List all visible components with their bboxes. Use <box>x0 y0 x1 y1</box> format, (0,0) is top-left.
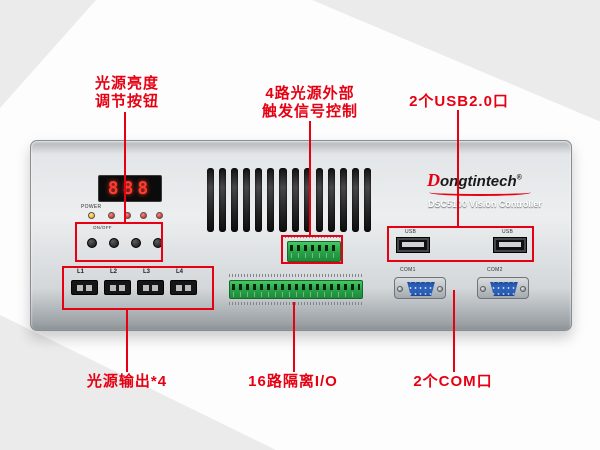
db9-connector <box>407 282 435 296</box>
brand-logo: Dongtintech® <box>427 170 577 191</box>
annotation-text-line: 2个COM口 <box>413 373 493 390</box>
logo-letter-d: D <box>427 170 440 190</box>
registered-mark: ® <box>516 174 522 182</box>
ventilation-grille <box>207 168 372 232</box>
io-terminal-pin-labels-bottom <box>229 302 363 305</box>
annotation-light-output-box <box>62 266 214 310</box>
light-output-label-4: L4 <box>176 269 184 275</box>
com2-label: COM2 <box>487 267 503 273</box>
logo-text: ongtintech <box>440 173 517 190</box>
brightness-led-display: 888 <box>98 175 162 202</box>
power-led <box>88 212 95 219</box>
annotation-brightness-box <box>75 222 163 262</box>
io-terminal-pin-labels-top <box>229 274 363 277</box>
indicator-led <box>108 212 115 219</box>
onoff-label: ON/OFF <box>93 225 112 230</box>
annotation-io-label: 16路隔离I/O <box>228 373 358 391</box>
annotation-usb-box <box>387 226 534 262</box>
annotation-trigger-label: 4路光源外部 触发信号控制 <box>245 85 375 121</box>
annotation-text-line: 光源亮度 <box>94 75 159 92</box>
annotation-text-line: 4路光源外部 <box>265 85 355 102</box>
annotation-text-line: 光源输出*4 <box>86 373 168 390</box>
annotation-com-label: 2个COM口 <box>390 373 516 391</box>
model-name: DSC5100 Vision Controller <box>428 199 542 209</box>
io-terminal-block <box>229 280 363 299</box>
usb2-label: USB <box>502 229 514 235</box>
annotation-usb-line <box>457 110 459 226</box>
usb-port-1 <box>396 237 430 253</box>
light-output-connector-4 <box>170 280 197 295</box>
brightness-button <box>87 238 97 248</box>
light-output-label-3: L3 <box>143 269 151 275</box>
annotation-usb-label: 2个USB2.0口 <box>395 93 523 111</box>
annotation-text-line: 2个USB2.0口 <box>409 93 509 110</box>
light-output-label-1: L1 <box>77 269 85 275</box>
annotation-text-line: 调节按钮 <box>94 93 159 110</box>
annotation-text-line: 触发信号控制 <box>261 103 358 120</box>
light-output-connector-3 <box>137 280 164 295</box>
annotation-trigger-line <box>309 121 311 235</box>
annotation-trigger-box <box>281 235 343 264</box>
logo-swoosh <box>429 189 531 196</box>
annotation-io-line <box>293 302 295 372</box>
indicator-led <box>156 212 163 219</box>
annotation-text-line: 16路隔离I/O <box>248 373 338 390</box>
light-output-label-2: L2 <box>110 269 118 275</box>
power-label: POWER <box>81 204 102 210</box>
light-output-connector-1 <box>71 280 98 295</box>
led-display-value: 888 <box>107 178 153 199</box>
annotation-brightness-label: 光源亮度 调节按钮 <box>62 75 192 111</box>
annotation-brightness-line <box>124 112 126 222</box>
usb-port-2 <box>493 237 527 253</box>
annotation-light-output-line <box>126 310 128 372</box>
com1-label: COM1 <box>400 267 416 273</box>
annotation-com-line <box>453 290 455 372</box>
light-output-connector-2 <box>104 280 131 295</box>
db9-connector <box>490 282 518 296</box>
com-port-1 <box>394 277 446 299</box>
terminal-holes <box>232 284 360 290</box>
brightness-button <box>131 238 141 248</box>
com-port-2 <box>477 277 529 299</box>
device-front-panel: 888 POWER ON/OFF Dongtintech® DSC5100 Vi… <box>30 140 572 331</box>
brightness-button <box>109 238 119 248</box>
annotation-light-output-label: 光源输出*4 <box>62 373 192 391</box>
indicator-led <box>140 212 147 219</box>
terminal-screws <box>233 292 359 297</box>
terminal-holes <box>290 245 338 251</box>
trigger-terminal-block <box>287 241 341 262</box>
terminal-screws <box>291 253 337 258</box>
usb1-label: USB <box>405 229 417 235</box>
